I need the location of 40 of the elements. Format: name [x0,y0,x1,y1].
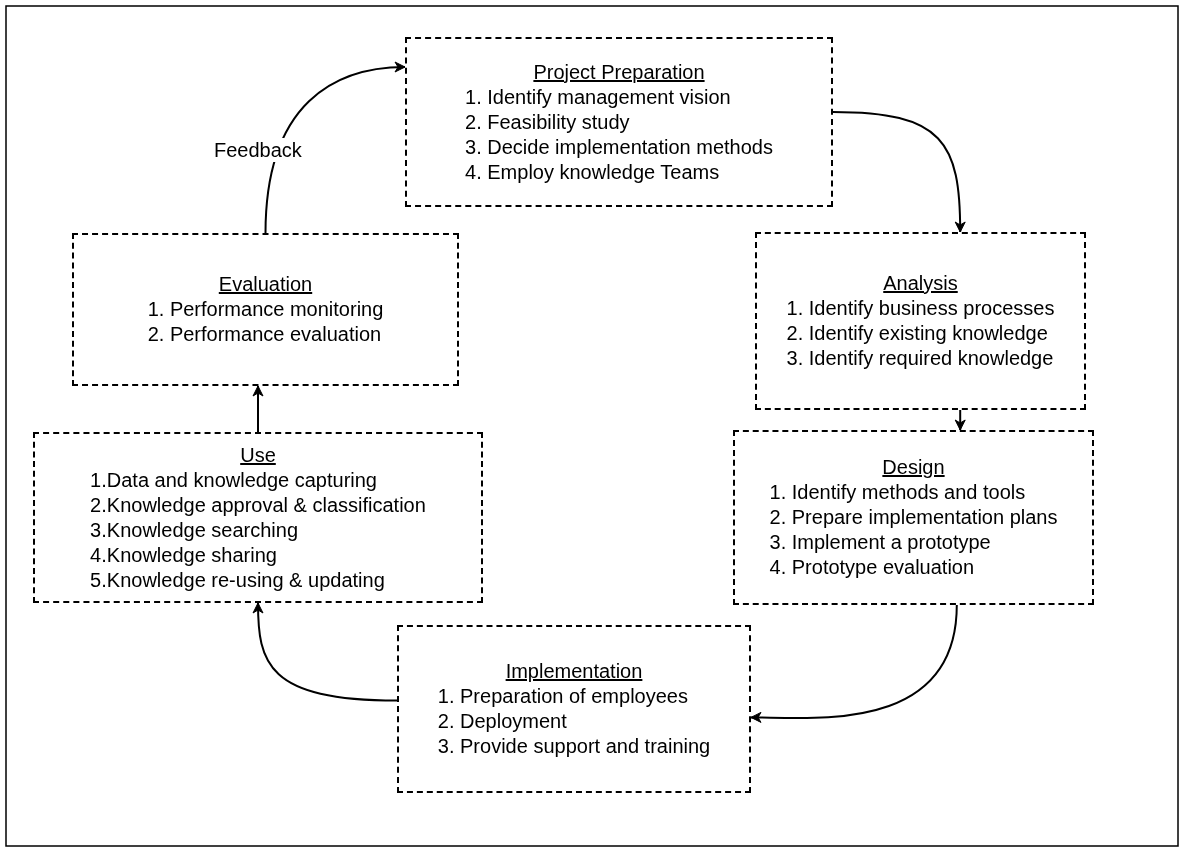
list-item: 5.Knowledge re-using & updating [90,567,385,593]
list-item: 3. Identify required knowledge [786,346,1054,371]
list-item: 2.Knowledge approval & classification [90,492,426,518]
process-box [397,625,751,793]
box-heading: Project Preparation [533,59,705,85]
list-item: 4. Prototype evaluation [769,555,975,580]
arrow [954,409,966,431]
list-item: 1. Identify business processes [786,296,1055,321]
process-box [72,233,459,386]
process-box [755,232,1086,410]
list-item: 2. Performance evaluation [147,322,382,347]
box-heading: Use [240,442,276,468]
box-heading: Evaluation [218,272,313,297]
list-item: 1. Preparation of employees [437,684,688,709]
list-item: 2. Deployment [437,709,567,734]
list-item: 3. Implement a prototype [769,530,991,555]
process-box [33,432,483,603]
list-item: 1. Identify methods and tools [769,480,1026,505]
list-item: 3.Knowledge searching [90,517,299,543]
box-heading: Implementation [505,659,643,684]
list-item: 4.Knowledge sharing [90,542,277,568]
arrow [750,604,958,724]
arrow [264,61,406,234]
list-item: 2. Feasibility study [465,109,630,135]
process-box [405,37,833,207]
list-item: 2. Prepare implementation plans [769,505,1058,530]
edge-label: Feedback [212,138,304,162]
list-item: 1. Performance monitoring [147,297,384,322]
box-heading: Design [882,455,945,480]
list-item: 3. Decide implementation methods [465,134,773,160]
list-item: 3. Provide support and training [437,734,711,759]
list-item: 1. Identify management vision [465,84,731,110]
process-box [733,430,1094,605]
list-item: 1.Data and knowledge capturing [90,467,377,493]
arrow [832,111,966,233]
box-heading: Analysis [883,271,958,296]
list-item: 2. Identify existing knowledge [786,321,1048,346]
arrow [252,602,398,702]
list-item: 4. Employ knowledge Teams [465,159,720,185]
arrow [252,385,264,433]
